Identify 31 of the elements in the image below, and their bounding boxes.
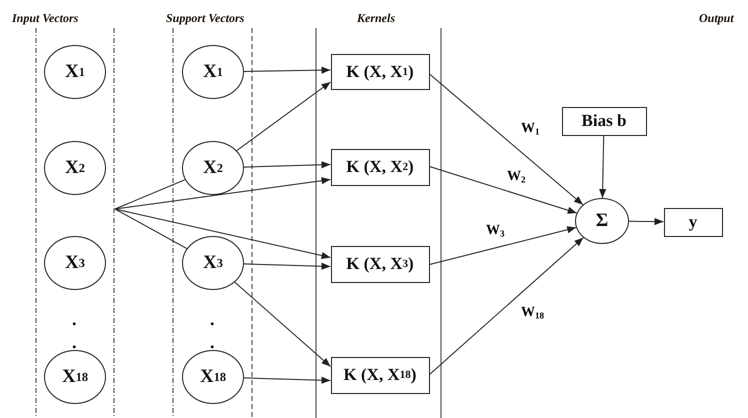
arrow (429, 74, 584, 206)
arrow (599, 135, 606, 198)
ellipsis-dot: . (210, 310, 214, 328)
ellipsis-dot: . (72, 333, 76, 351)
output-box: y (664, 208, 722, 236)
arrow (429, 237, 584, 375)
column-header: Input Vectors (12, 12, 78, 24)
arrow (243, 262, 331, 270)
edge-label: W$_{1}$ (520, 122, 541, 136)
arrow (429, 166, 578, 214)
arrow (234, 282, 331, 367)
ellipsis-dot: . (210, 333, 214, 351)
column-header: Kernels (357, 12, 396, 24)
edge-label: W$_{3}$ (485, 224, 506, 238)
arrow (243, 376, 331, 384)
arrow (114, 177, 331, 210)
arrow (429, 226, 577, 265)
bias-box: Bias b (562, 106, 646, 136)
arrow (236, 82, 331, 152)
column-header: Output (699, 12, 734, 24)
arrow (244, 66, 331, 74)
column-header: Support Vectors (166, 12, 244, 24)
summation-node: Σ (575, 198, 629, 244)
connector-line (114, 208, 188, 250)
edge-label: W$_{2}$ (506, 170, 527, 184)
arrow (243, 161, 331, 168)
arrow (628, 218, 664, 226)
arrow (114, 208, 331, 260)
edge-label: W$_{18}$ (520, 306, 546, 320)
connector-line (114, 179, 186, 210)
ellipsis-dot: . (72, 310, 76, 328)
